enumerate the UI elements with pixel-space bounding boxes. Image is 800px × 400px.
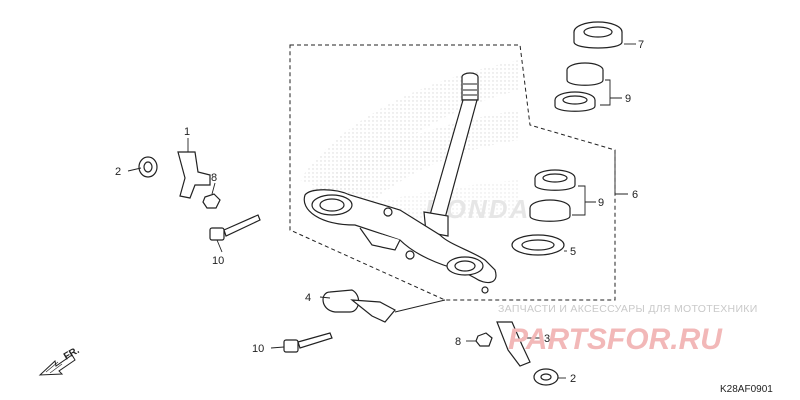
part-4-clamp xyxy=(322,289,396,323)
part-9-upper-bearing xyxy=(554,62,604,112)
part-5-dust-seal xyxy=(511,234,565,256)
callout-3: 3 xyxy=(544,333,550,345)
part-10-bolt-upper xyxy=(209,214,261,241)
part-2-grommet-left xyxy=(138,156,158,178)
part-8-nut-left xyxy=(202,193,221,209)
callout-8-left: 8 xyxy=(211,172,217,184)
steering-stem xyxy=(423,72,479,237)
part-3-bracket xyxy=(496,321,531,367)
front-marker-label: FR. xyxy=(62,345,82,363)
part-10-bolt-lower xyxy=(283,332,333,353)
part-1-bracket xyxy=(177,151,211,199)
callout-1: 1 xyxy=(184,126,190,138)
callout-5: 5 xyxy=(570,246,576,258)
callout-8-right: 8 xyxy=(455,336,461,348)
part-8-nut-right xyxy=(475,332,493,347)
callout-9-upper: 9 xyxy=(625,93,631,105)
callout-2-left: 2 xyxy=(115,166,121,178)
callout-2-right: 2 xyxy=(570,373,576,385)
leader-lines xyxy=(127,43,636,379)
watermark-caption: ЗАПЧАСТИ И АКСЕССУАРЫ ДЛЯ МОТОТЕХНИКИ xyxy=(498,303,758,315)
watermark-brand: PARTSFOR.RU xyxy=(508,323,723,356)
part-7-race xyxy=(573,21,623,49)
callout-9-lower: 9 xyxy=(598,197,604,209)
callout-6: 6 xyxy=(632,189,638,201)
callout-10-lower: 10 xyxy=(252,343,264,355)
callout-10-upper: 10 xyxy=(212,255,224,267)
callout-4: 4 xyxy=(305,292,311,304)
front-direction-arrow xyxy=(38,354,76,376)
part-2-grommet-right xyxy=(533,368,559,386)
callout-7: 7 xyxy=(638,39,644,51)
bottom-bridge xyxy=(303,189,497,294)
diagram-code: K28AF0901 xyxy=(720,384,773,395)
part-9-lower-bearing xyxy=(529,169,576,222)
